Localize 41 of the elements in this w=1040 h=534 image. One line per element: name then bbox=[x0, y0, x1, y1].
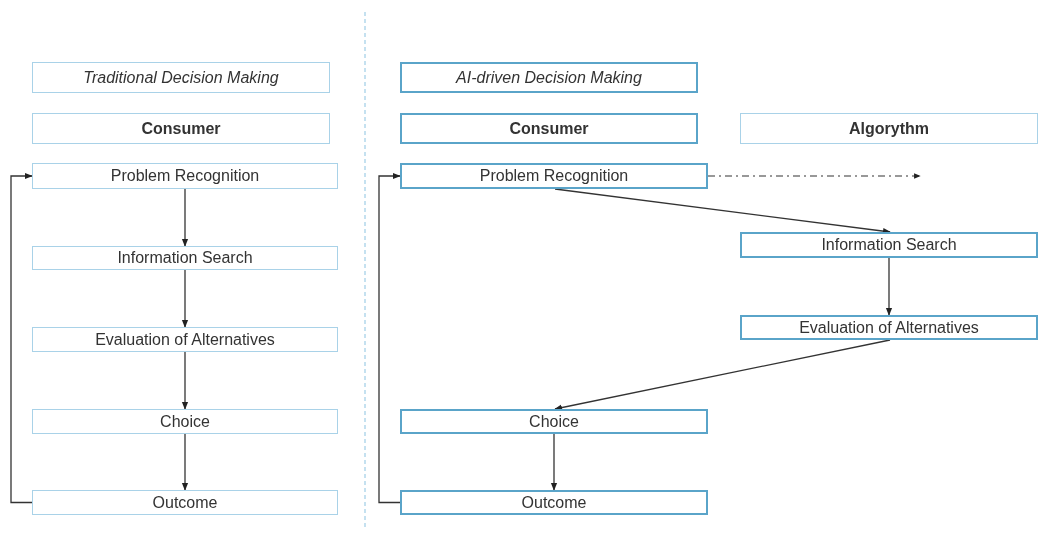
process-box bbox=[32, 327, 338, 352]
box-label: Information Search bbox=[821, 236, 957, 254]
box-label: Choice bbox=[529, 412, 579, 431]
arrow bbox=[378, 172, 401, 504]
process-box bbox=[32, 246, 338, 270]
box-label: Outcome bbox=[521, 493, 587, 512]
process-box bbox=[32, 490, 338, 515]
arrow bbox=[554, 188, 891, 235]
process-box bbox=[740, 113, 1038, 144]
process-box bbox=[32, 62, 330, 93]
box-label: Algorythm bbox=[849, 119, 929, 138]
box-label: Evaluation of Alternatives bbox=[799, 318, 979, 337]
process-box bbox=[32, 113, 330, 144]
arrow bbox=[10, 172, 33, 504]
process-box bbox=[32, 163, 338, 189]
arrow bbox=[181, 188, 189, 247]
box-label: AI-driven Decision Making bbox=[456, 68, 642, 87]
process-box bbox=[32, 409, 338, 434]
process-box bbox=[400, 490, 708, 515]
box-label: Consumer bbox=[141, 119, 221, 138]
box-label: Traditional Decision Making bbox=[83, 68, 279, 87]
process-box bbox=[400, 62, 698, 93]
box-label: Problem Recognition bbox=[110, 167, 260, 185]
box-label: Outcome bbox=[152, 493, 218, 512]
process-box bbox=[740, 232, 1038, 258]
box-label: Problem Recognition bbox=[479, 167, 629, 185]
box-label: Evaluation of Alternatives bbox=[95, 330, 275, 349]
arrow bbox=[554, 339, 891, 411]
process-box bbox=[740, 315, 1038, 340]
arrow bbox=[181, 433, 189, 491]
box-label: Choice bbox=[160, 412, 210, 431]
arrow bbox=[885, 257, 893, 316]
arrow bbox=[181, 351, 189, 410]
box-label: Information Search bbox=[117, 249, 253, 267]
process-box bbox=[400, 113, 698, 144]
box-label: Consumer bbox=[509, 119, 589, 138]
arrow bbox=[181, 269, 189, 328]
process-box bbox=[400, 409, 708, 434]
arrow bbox=[707, 173, 921, 179]
process-box bbox=[400, 163, 708, 189]
arrow bbox=[550, 433, 558, 491]
